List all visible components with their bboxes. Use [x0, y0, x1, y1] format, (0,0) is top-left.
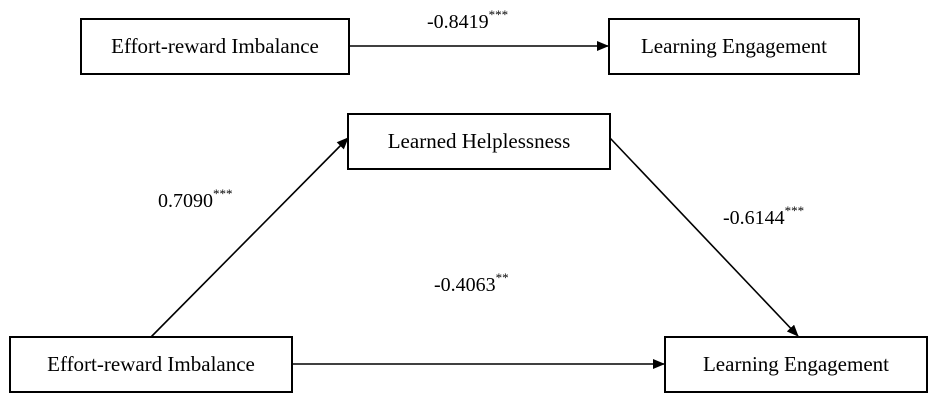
mediator-box [347, 113, 611, 170]
mediator-label: Learned Helplessness [388, 129, 571, 153]
path-a-arrow [150, 137, 349, 338]
path-b-value: -0.6144*** [723, 203, 804, 229]
outcome-label: Learning Engagement [703, 352, 889, 376]
direct-effect-value: -0.4063** [434, 270, 509, 296]
mediation-model: Learned Helplessness Effort-reward Imbal… [9, 113, 928, 393]
top-outcome-label: Learning Engagement [641, 34, 827, 58]
path-b-arrow [609, 137, 799, 337]
top-predictor-box [80, 18, 350, 75]
outcome-box [664, 336, 928, 393]
top-model: Effort-reward Imbalance Learning Engagem… [80, 7, 860, 75]
path-a-value: 0.7090*** [158, 186, 233, 212]
top-predictor-label: Effort-reward Imbalance [111, 34, 319, 58]
top-outcome-box [608, 18, 860, 75]
predictor-label: Effort-reward Imbalance [47, 352, 255, 376]
total-effect-value: -0.8419*** [427, 7, 508, 33]
